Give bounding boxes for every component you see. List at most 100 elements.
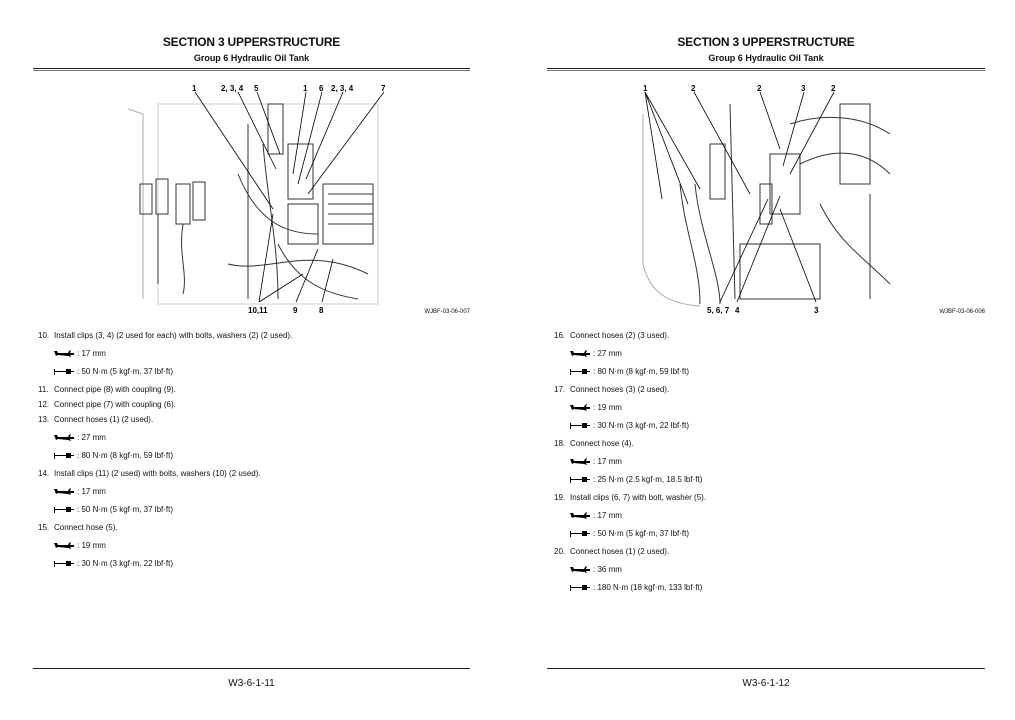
wrench-size: : 36 mm <box>593 565 622 574</box>
section-title: SECTION 3 UPPERSTRUCTURE <box>677 35 855 49</box>
hydraulic-tank-figure: 1 2, 3, 4 5 1 6 2, 3, 4 7 10,11 9 8 <box>128 84 386 314</box>
wrench-icon <box>570 404 590 411</box>
wrench-size: : 17 mm <box>593 457 622 466</box>
callout-label: 7 <box>381 84 386 93</box>
step-text: Connect pipe (7) with coupling (6). <box>54 400 176 409</box>
right-page: SECTION 3 UPPERSTRUCTURE Group 6 Hydraul… <box>547 0 985 720</box>
callout-label: 2 <box>691 84 696 93</box>
wrench-size: : 17 mm <box>77 487 106 496</box>
page-number: W3-6-1-12 <box>742 678 790 689</box>
torque-spec: : 50 N·m (5 kgf·m, 37 lbf·ft) <box>54 366 298 377</box>
wrench-size: : 19 mm <box>593 403 622 412</box>
callout-label: 6 <box>319 84 324 93</box>
step-text: Install clips (6, 7) with bolt, washer (… <box>570 493 707 502</box>
wrench-size-spec: : 19 mm <box>54 540 298 551</box>
step-item: 13. Connect hoses (1) (2 used). <box>38 414 298 425</box>
step-text: Install clips (3, 4) (2 used for each) w… <box>54 331 293 340</box>
section-title: SECTION 3 UPPERSTRUCTURE <box>162 35 341 49</box>
callout-label: 2 <box>831 84 836 93</box>
step-item: 14. Install clips (11) (2 used) with bolt… <box>38 468 298 479</box>
step-number: 10. <box>38 331 50 340</box>
step-text: Connect hoses (3) (2 used). <box>570 385 670 394</box>
callout-label: 5 <box>254 84 259 93</box>
wrench-size: : 27 mm <box>593 349 622 358</box>
footer-rule <box>33 668 470 669</box>
callout-label: 4 <box>735 306 740 314</box>
step-number: 11. <box>38 385 49 394</box>
step-number: 12. <box>38 400 50 409</box>
callout-label: 8 <box>319 306 324 314</box>
step-list: 10. Install clips (3, 4) (2 used for each… <box>38 330 298 576</box>
step-item: 12. Connect pipe (7) with coupling (6). <box>38 399 298 410</box>
wrench-icon <box>54 434 74 441</box>
torque-spec: : 50 N·m (5 kgf·m, 37 lbf·ft) <box>570 528 814 539</box>
step-text: Install clips (11) (2 used) with bolts, … <box>54 469 261 478</box>
callout-label: 2, 3, 4 <box>331 84 354 93</box>
torque-wrench-icon <box>570 585 590 591</box>
torque-value: : 180 N·m (18 kgf·m, 133 lbf·ft) <box>593 583 703 592</box>
torque-wrench-icon <box>54 561 74 567</box>
callout-label: 10,11 <box>248 306 268 314</box>
wrench-icon <box>570 458 590 465</box>
step-text: Connect pipe (8) with coupling (9). <box>54 385 176 394</box>
step-number: 16. <box>554 331 566 340</box>
header-rule <box>33 68 470 71</box>
wrench-size-spec: : 27 mm <box>570 348 814 359</box>
torque-wrench-icon <box>570 531 590 537</box>
torque-value: : 30 N·m (3 kgf·m, 22 lbf·ft) <box>593 421 690 430</box>
step-number: 18. <box>554 439 566 448</box>
step-number: 15. <box>38 523 50 532</box>
step-text: Connect hose (4). <box>570 439 634 448</box>
torque-spec: : 80 N·m (8 kgf·m, 59 lbf·ft) <box>54 450 298 461</box>
torque-wrench-icon <box>570 477 590 483</box>
step-number: 20. <box>554 547 566 556</box>
step-item: 15.Connect hose (5). <box>38 522 298 533</box>
callout-label: 2 <box>757 84 762 93</box>
step-text: Connect hoses (1) (2 used). <box>54 415 154 424</box>
step-number: 14. <box>38 469 50 478</box>
step-number: 19. <box>554 493 566 502</box>
callout-label: 3 <box>814 306 819 314</box>
wrench-icon <box>570 350 590 357</box>
step-item: 19. Install clips (6, 7) with bolt, washe… <box>554 492 814 503</box>
callout-label: 2, 3, 4 <box>221 84 244 93</box>
callout-label: 1 <box>303 84 308 93</box>
wrench-size: : 27 mm <box>77 433 106 442</box>
wrench-size-spec: : 17 mm <box>570 510 814 521</box>
step-item: 11. Connect pipe (8) with coupling (9). <box>38 384 298 395</box>
torque-spec: : 30 N·m (3 kgf·m, 22 lbf·ft) <box>54 558 298 569</box>
figure-code: WJBF-03-06-006 <box>939 309 985 315</box>
group-title: Group 6 Hydraulic Oil Tank <box>193 53 310 63</box>
step-list: 16. Connect hoses (2) (3 used). : 27 mm : 8… <box>554 330 814 600</box>
step-item: 10. Install clips (3, 4) (2 used for each… <box>38 330 298 341</box>
wrench-size-spec: : 27 mm <box>54 432 298 443</box>
torque-wrench-icon <box>54 507 74 513</box>
torque-value: : 50 N·m (5 kgf·m, 37 lbf·ft) <box>593 529 690 538</box>
wrench-size-spec: : 17 mm <box>54 486 298 497</box>
wrench-icon <box>54 542 74 549</box>
wrench-icon <box>54 350 74 357</box>
step-item: 17. Connect hoses (3) (2 used). <box>554 384 814 395</box>
step-number: 17. <box>554 385 566 394</box>
step-item: 20.Connect hoses (1) (2 used). <box>554 546 814 557</box>
torque-wrench-icon <box>54 453 74 459</box>
left-page: SECTION 3 UPPERSTRUCTURE Group 6 Hydraul… <box>33 0 470 720</box>
torque-spec: : 80 N·m (8 kgf·m, 59 lbf·ft) <box>570 366 814 377</box>
torque-wrench-icon <box>570 369 590 375</box>
torque-spec: : 180 N·m (18 kgf·m, 133 lbf·ft) <box>570 582 814 593</box>
wrench-size: : 17 mm <box>593 511 622 520</box>
step-number: 13. <box>38 415 50 424</box>
step-text: Connect hoses (2) (3 used). <box>570 331 670 340</box>
torque-spec: : 25 N·m (2.5 kgf·m, 18.5 lbf·ft) <box>570 474 814 485</box>
callout-label: 1 <box>643 84 648 93</box>
torque-spec: : 50 N·m (5 kgf·m, 37 lbf·ft) <box>54 504 298 515</box>
group-title: Group 6 Hydraulic Oil Tank <box>708 53 824 63</box>
callout-label: 1 <box>192 84 197 93</box>
callout-label: 9 <box>293 306 298 314</box>
torque-value: : 50 N·m (5 kgf·m, 37 lbf·ft) <box>77 367 174 376</box>
callout-label: 5, 6, 7 <box>707 306 730 314</box>
wrench-size-spec: : 17 mm <box>570 456 814 467</box>
hydraulic-tank-figure: 1 2 2 3 2 5, 6, 7 4 3 <box>642 84 891 314</box>
torque-value: : 80 N·m (8 kgf·m, 59 lbf·ft) <box>593 367 690 376</box>
step-item: 16. Connect hoses (2) (3 used). <box>554 330 814 341</box>
